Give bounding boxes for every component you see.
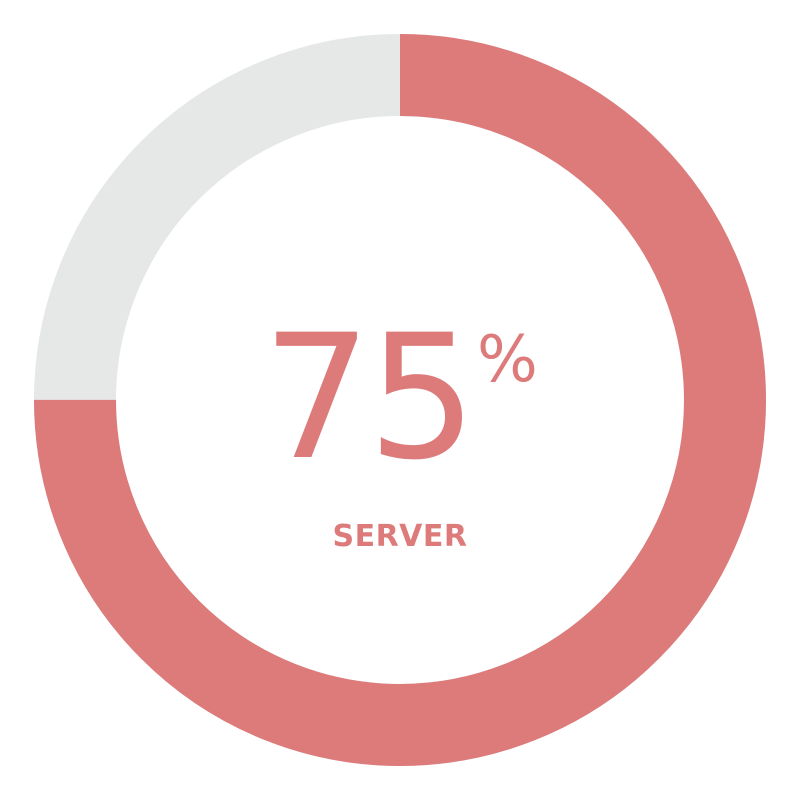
gauge-value-arc <box>34 34 766 766</box>
